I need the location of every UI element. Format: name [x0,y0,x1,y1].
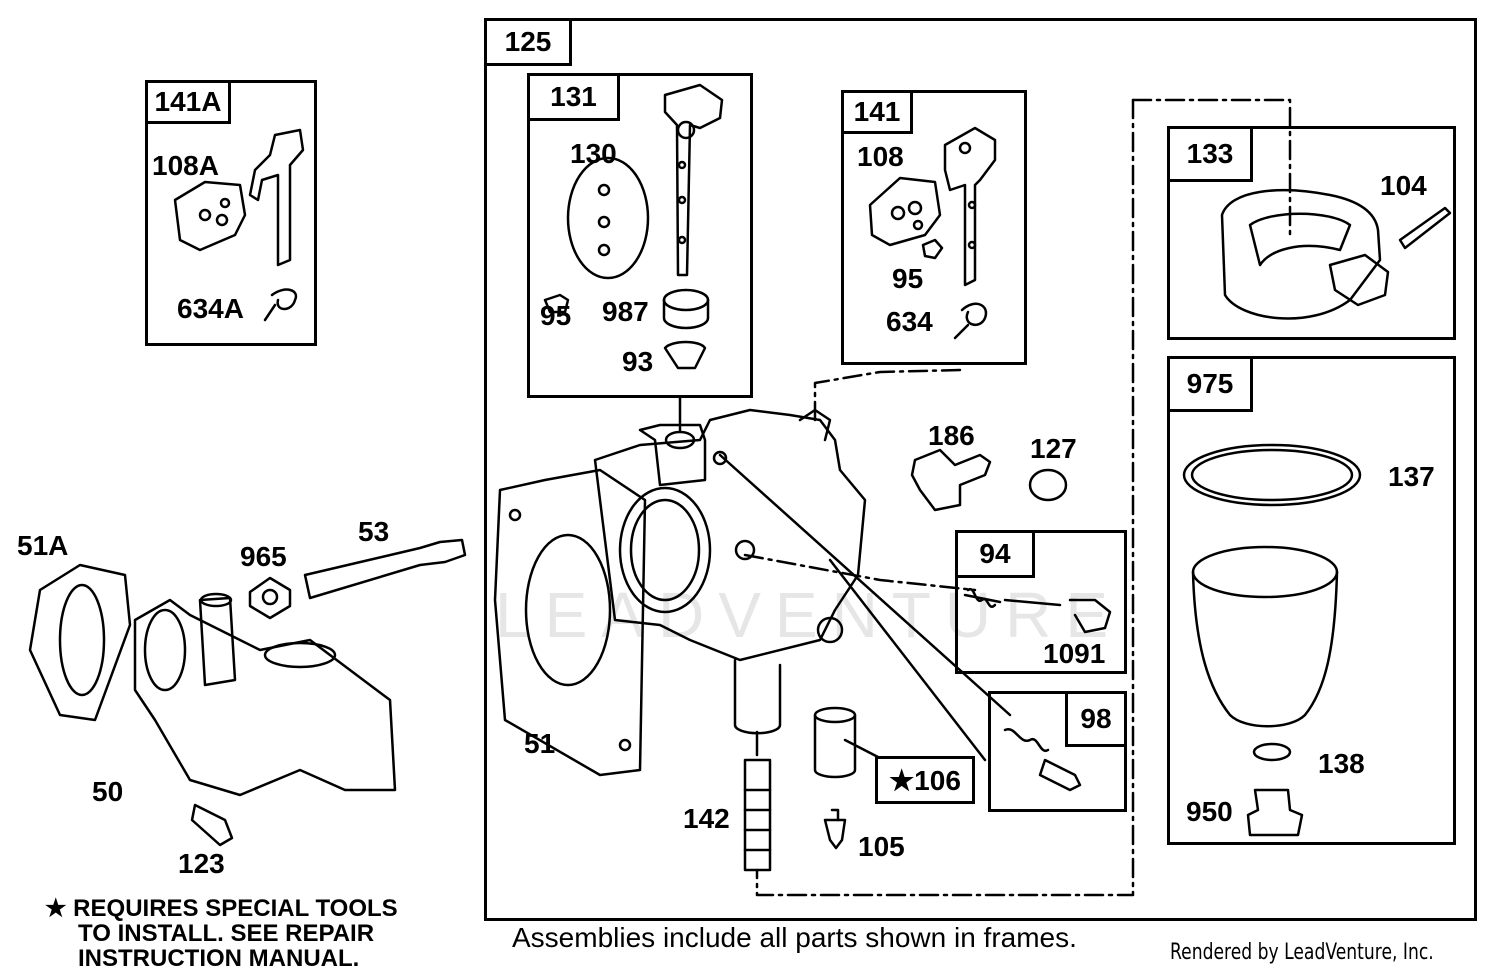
part-123-label: 123 [178,848,225,879]
frame-98 [988,691,1127,812]
special-tools-note-line2: TO INSTALL. SEE REPAIR [78,920,375,947]
part-51a-label: 51A [17,530,69,561]
part-53-label: 53 [358,516,390,547]
part-142-label: 142 [683,803,730,834]
frame-141 [841,90,1027,365]
part-186-label: 186 [928,420,975,451]
part-1091-label: 1091 [1043,638,1106,669]
part-95-label-a: 95 [540,300,572,331]
render-credit: Rendered by LeadVenture, Inc. [1170,940,1434,965]
part-50-label: 50 [92,776,124,807]
frame-131 [527,73,753,398]
frame-133 [1167,126,1456,340]
frame-975 [1167,356,1456,845]
part-130-label: 130 [570,138,617,169]
frame-975-tag: 975 [1167,356,1253,412]
part-987-label: 987 [602,296,649,327]
frame-141-tag: 141 [841,90,913,134]
part-634-label: 634 [886,306,933,337]
frame-141a [145,80,317,346]
part-105-label: 105 [858,831,905,862]
frame-125 [484,18,1477,921]
part-950-label: 950 [1186,796,1233,827]
part-108-label: 108 [857,141,904,172]
part-51-label: 51 [524,728,556,759]
part-137-label: 137 [1388,461,1435,492]
part-634a-label: 634A [177,293,244,324]
part-93-label: 93 [622,346,654,377]
part-127-label: 127 [1030,433,1077,464]
frame-133-tag: 133 [1167,126,1253,182]
frame-94 [955,530,1127,674]
part-965-label: 965 [240,541,287,572]
assemblies-caption: Assemblies include all parts shown in fr… [512,922,1077,953]
part-108a-label: 108A [152,150,219,181]
special-tools-note-line3: INSTRUCTION MANUAL. [78,945,360,972]
part-95-label-b: 95 [892,263,924,294]
frame-131-tag: 131 [527,73,620,121]
watermark: LEADVENTURE [495,579,1122,651]
frame-141a-tag: 141A [145,80,231,124]
frame-125-tag: 125 [484,18,572,66]
part-104-label: 104 [1380,170,1427,201]
part-138-label: 138 [1318,748,1365,779]
frame-94-tag: 94 [955,530,1035,578]
special-tools-note-line1: ★ REQUIRES SPECIAL TOOLS [45,895,398,922]
frame-106-tag: ★106 [875,756,975,804]
frame-98-tag: 98 [1065,691,1127,747]
